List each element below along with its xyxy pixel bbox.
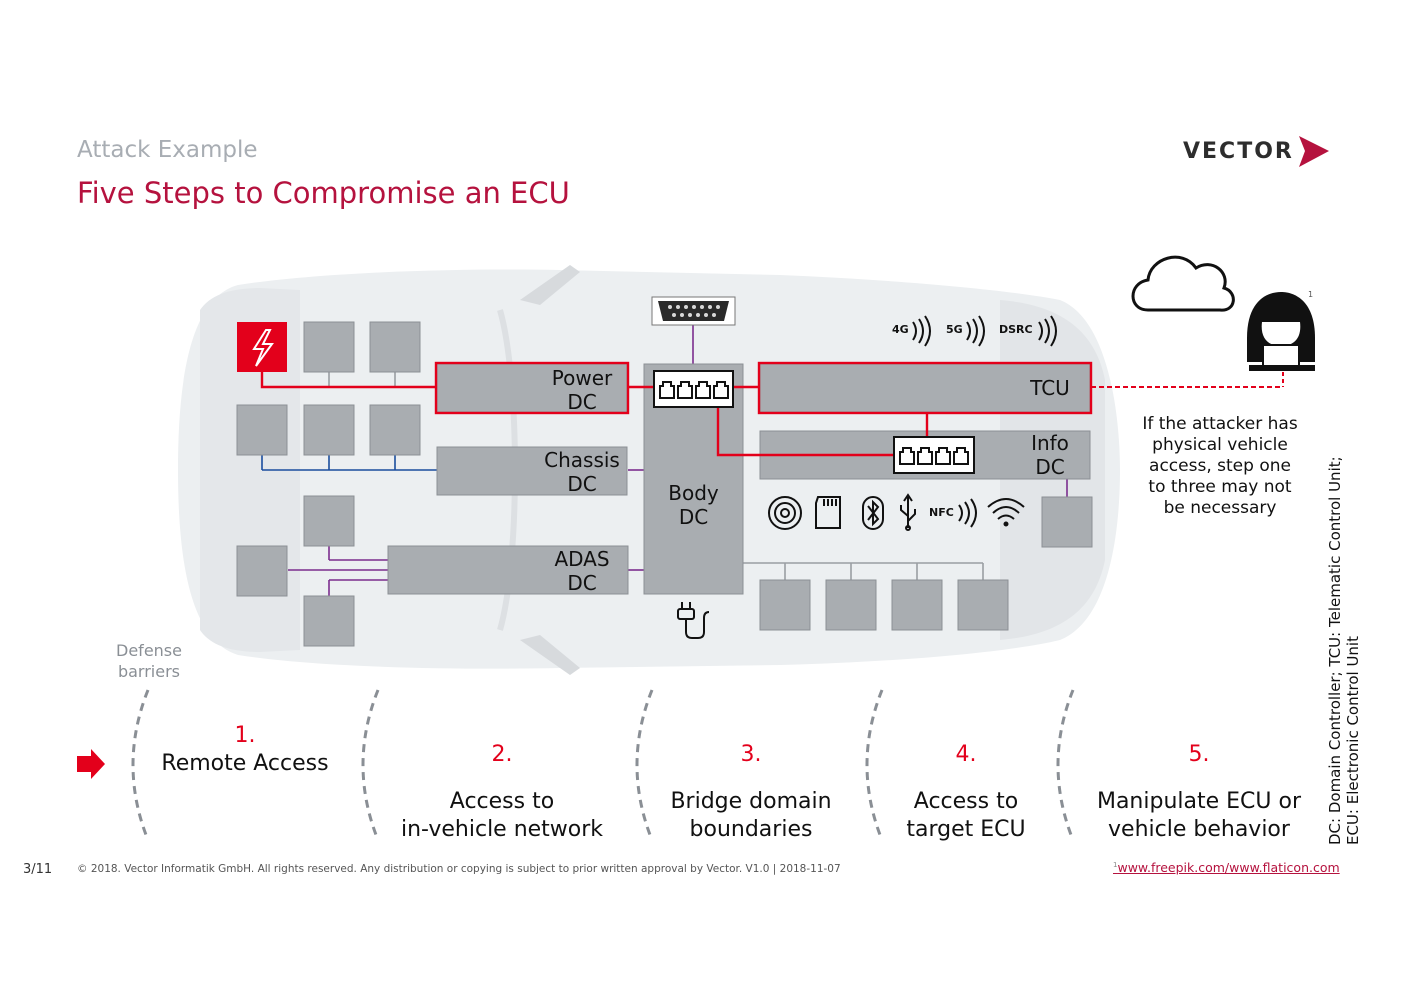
step-4-label: Access to target ECU [906, 789, 1026, 842]
ecu-boxes [236, 321, 1093, 647]
blue-bus-lines [261, 455, 437, 471]
obd-port-icon [651, 296, 736, 326]
step-3: 3. Bridge domain boundaries [646, 722, 856, 863]
hacker-footnote: 1 [1308, 290, 1314, 299]
attack-path [260, 361, 1284, 457]
vector-logo: VECTOR [1183, 134, 1333, 174]
start-arrow-icon [77, 749, 105, 779]
hacker-icon [1247, 292, 1315, 371]
step-3-number: 3. [740, 742, 762, 767]
bluetooth-icon [862, 496, 884, 530]
ethernet-switch-icon [893, 436, 975, 474]
signal-5g-label: 5G [946, 323, 963, 336]
adas-dc-label: ADAS DC [554, 547, 610, 595]
ethernet-switch-icon [653, 370, 734, 408]
cd-icon [768, 496, 802, 530]
sd-card-icon [815, 496, 841, 529]
credits-footnote: 1 [1113, 860, 1118, 869]
gray-bus-lines [328, 372, 984, 580]
abbreviations-line-1: DC: Domain Controller; TCU: Telematic Co… [1326, 456, 1344, 845]
wifi-icon [987, 498, 1025, 527]
defense-barrier-5 [1056, 689, 1075, 841]
credits-link-text[interactable]: www.freepik.com/www.flaticon.com [1117, 860, 1340, 875]
step-2-label: Access to in-vehicle network [400, 789, 604, 842]
defense-barrier-2 [361, 689, 380, 841]
lightning-icon [237, 322, 287, 372]
defense-barrier-1 [131, 689, 150, 841]
slide-subtitle: Attack Example [77, 137, 258, 163]
defense-barrier-4 [865, 689, 884, 841]
step-1: 1. Remote Access [145, 722, 345, 778]
step-4-number: 4. [955, 742, 977, 767]
purple-bus-lines [288, 325, 1068, 596]
cloud-icon [1131, 255, 1235, 312]
info-dc-label: Info DC [1031, 431, 1069, 479]
signal-4g-label: 4G [892, 323, 909, 336]
usb-icon [900, 493, 916, 531]
slide-title: Five Steps to Compromise an ECU [77, 176, 570, 210]
defense-barriers-label: Defense barriers [116, 641, 182, 681]
step-2-number: 2. [491, 742, 513, 767]
power-dc-label: Power DC [551, 366, 613, 414]
step-1-label: Remote Access [161, 751, 329, 776]
defense-barrier-3 [635, 689, 654, 841]
step-5: 5. Manipulate ECU or vehicle behavior [1080, 722, 1318, 863]
step-5-number: 5. [1188, 742, 1210, 767]
step-1-number: 1. [234, 723, 256, 748]
copyright-text: © 2018. Vector Informatik GmbH. All righ… [77, 863, 841, 875]
tcu-label: TCU [1030, 376, 1070, 400]
wireless-signals [912, 315, 1057, 347]
step-3-label: Bridge domain boundaries [670, 789, 832, 842]
attacker-note: If the attacker has physical vehicle acc… [1142, 414, 1298, 518]
nfc-icon [958, 498, 977, 528]
defense-barriers [131, 689, 1075, 841]
step-5-label: Manipulate ECU or vehicle behavior [1096, 789, 1302, 842]
chassis-dc-label: Chassis DC [544, 448, 620, 496]
nfc-label: NFC [929, 506, 954, 519]
step-2: 2. Access to in-vehicle network [382, 722, 622, 863]
abbreviations-note: DC: Domain Controller; TCU: Telematic Co… [1326, 456, 1362, 845]
logo-chevron-icon [1299, 136, 1329, 167]
step-4: 4. Access to target ECU [876, 722, 1056, 863]
credits-link[interactable]: 1www.freepik.com/www.flaticon.com [1113, 860, 1340, 875]
abbreviations-line-2: ECU: Electronic Control Unit [1344, 636, 1362, 845]
page-number: 3/11 [23, 862, 53, 877]
charging-plug-icon [677, 602, 710, 639]
signal-dsrc-label: DSRC [999, 323, 1033, 336]
logo-text: VECTOR [1183, 139, 1294, 164]
body-dc-label: Body DC [668, 481, 719, 529]
